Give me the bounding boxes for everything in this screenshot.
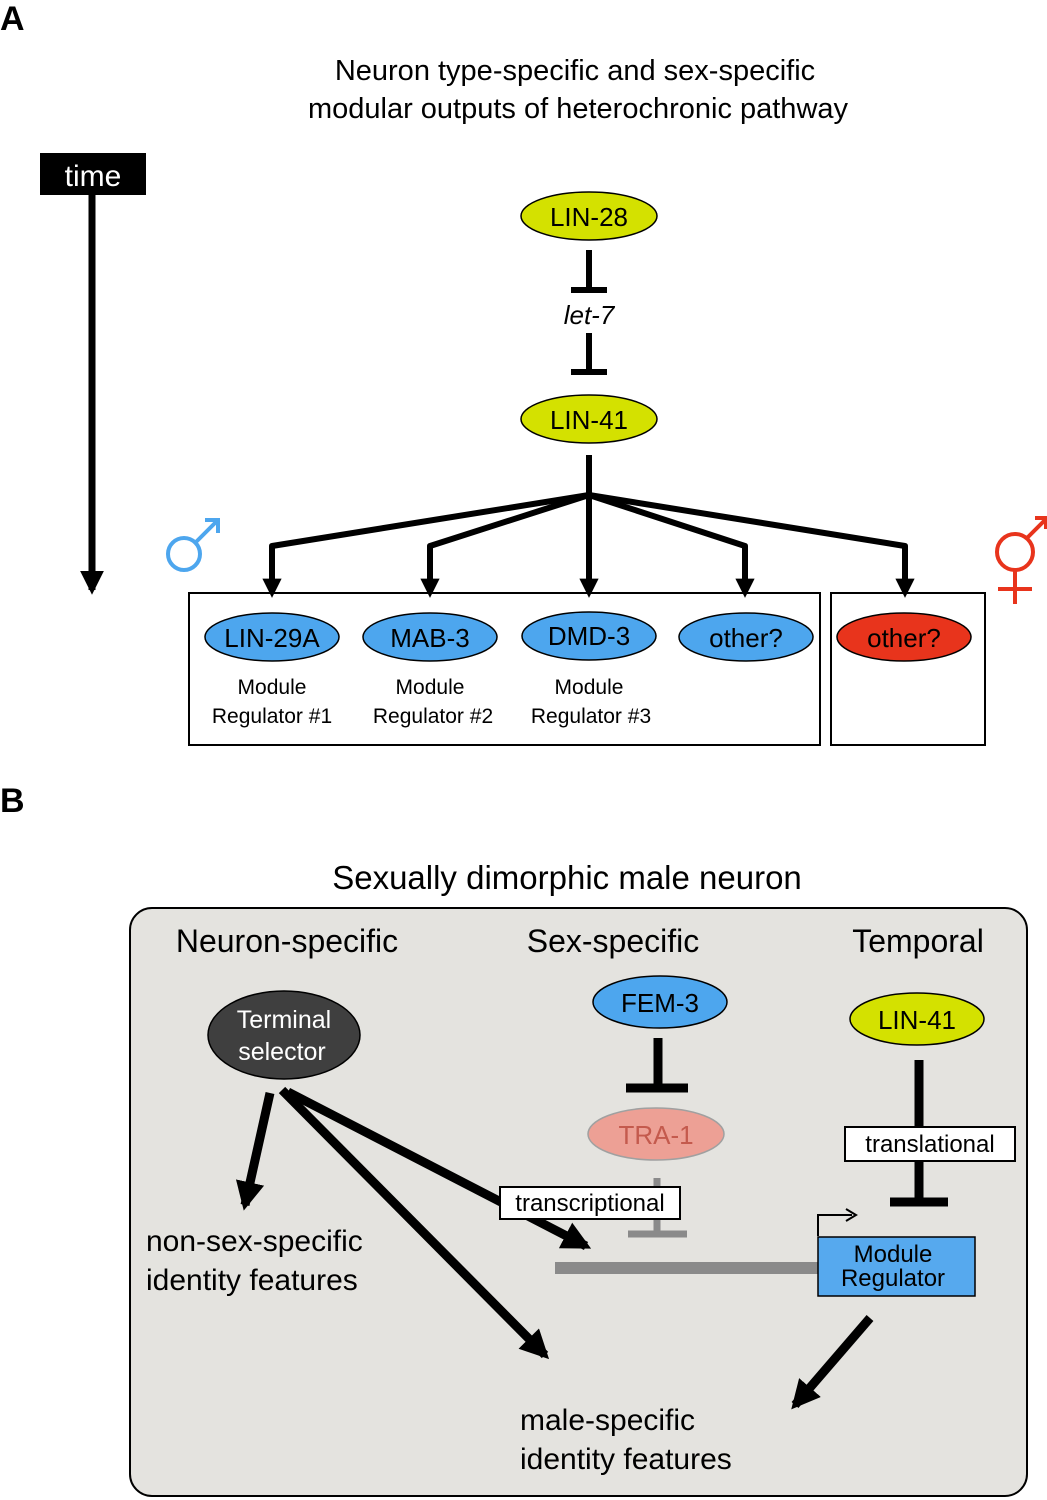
branch-arrows bbox=[262, 455, 915, 598]
target-other-herm: other? bbox=[836, 612, 972, 662]
col-sex-specific: Sex-specific bbox=[527, 923, 700, 959]
target-name: DMD-3 bbox=[548, 621, 630, 651]
male-features-line2: identity features bbox=[520, 1443, 732, 1476]
nonsex-features-line1: non-sex-specific bbox=[146, 1225, 363, 1258]
terminal-line1: Terminal bbox=[237, 1006, 331, 1034]
time-arrow: time bbox=[40, 153, 146, 595]
herm-target-name: other? bbox=[867, 623, 941, 653]
module-line2: Regulator bbox=[841, 1265, 945, 1292]
let7-label: let-7 bbox=[564, 300, 616, 330]
terminal-line2: selector bbox=[238, 1038, 326, 1066]
col-neuron-specific: Neuron-specific bbox=[176, 923, 398, 959]
male-features-line1: male-specific bbox=[520, 1404, 695, 1437]
lin28-node: LIN-28 bbox=[520, 191, 658, 241]
promoter-arrow-icon bbox=[817, 1208, 858, 1236]
target-mab3: MAB-3 Module Regulator #2 bbox=[362, 612, 498, 728]
time-label: time bbox=[65, 160, 122, 193]
target-desc-line1: Module bbox=[555, 676, 624, 699]
target-desc-line2: Regulator #1 bbox=[212, 705, 332, 728]
herm-targets-box bbox=[830, 592, 986, 746]
target-name: other? bbox=[709, 623, 783, 653]
time-label-box bbox=[40, 153, 146, 195]
target-desc-line2: Regulator #3 bbox=[531, 705, 651, 728]
tra1-label: TRA-1 bbox=[618, 1120, 693, 1150]
panel-b-title: Sexually dimorphic male neuron bbox=[332, 859, 802, 896]
lin41-label-a: LIN-41 bbox=[550, 405, 628, 435]
target-lin29a: LIN-29A Module Regulator #1 bbox=[204, 612, 340, 728]
col-temporal: Temporal bbox=[852, 923, 984, 959]
target-desc-line1: Module bbox=[238, 676, 307, 699]
tra1-node: TRA-1 bbox=[587, 1107, 725, 1161]
terminal-selector-arrows bbox=[235, 1086, 874, 1410]
fem3-label: FEM-3 bbox=[621, 988, 699, 1018]
hermaphrodite-symbol-icon bbox=[995, 516, 1047, 604]
male-targets-box bbox=[188, 592, 821, 746]
translational-box: translational bbox=[844, 1126, 1016, 1162]
target-name: MAB-3 bbox=[390, 623, 469, 653]
panel-a-label: A bbox=[0, 0, 25, 38]
lin41-node-a: LIN-41 bbox=[520, 394, 658, 444]
panel-b-label: B bbox=[0, 782, 25, 820]
module-line1: Module bbox=[854, 1241, 933, 1268]
fem3-node: FEM-3 bbox=[592, 975, 728, 1029]
lin28-label: LIN-28 bbox=[550, 202, 628, 232]
fem3-inhibits-tra1 bbox=[626, 1038, 688, 1093]
lin28-inhibits-let7 bbox=[571, 250, 607, 293]
lin41-node-b: LIN-41 bbox=[849, 992, 985, 1046]
translational-label: translational bbox=[865, 1131, 994, 1158]
let7-inhibits-lin41 bbox=[571, 333, 607, 375]
transcriptional-box: transcriptional bbox=[499, 1186, 681, 1220]
target-dmd3: DMD-3 Module Regulator #3 bbox=[521, 611, 657, 728]
terminal-selector-node: Terminal selector bbox=[207, 990, 361, 1080]
panel-a-title-line1: Neuron type-specific and sex-specific bbox=[335, 55, 815, 87]
panel-a-title-line2: modular outputs of heterochronic pathway bbox=[308, 93, 849, 125]
transcriptional-label: transcriptional bbox=[515, 1190, 664, 1217]
target-name: LIN-29A bbox=[224, 623, 320, 653]
target-desc-line2: Regulator #2 bbox=[373, 705, 493, 728]
module-regulator-box: Module Regulator bbox=[817, 1236, 976, 1297]
nonsex-features-line2: identity features bbox=[146, 1264, 358, 1297]
target-other-male: other? bbox=[678, 612, 814, 662]
male-symbol-icon bbox=[166, 518, 220, 572]
lin41-label-b: LIN-41 bbox=[878, 1005, 956, 1035]
target-desc-line1: Module bbox=[396, 676, 465, 699]
